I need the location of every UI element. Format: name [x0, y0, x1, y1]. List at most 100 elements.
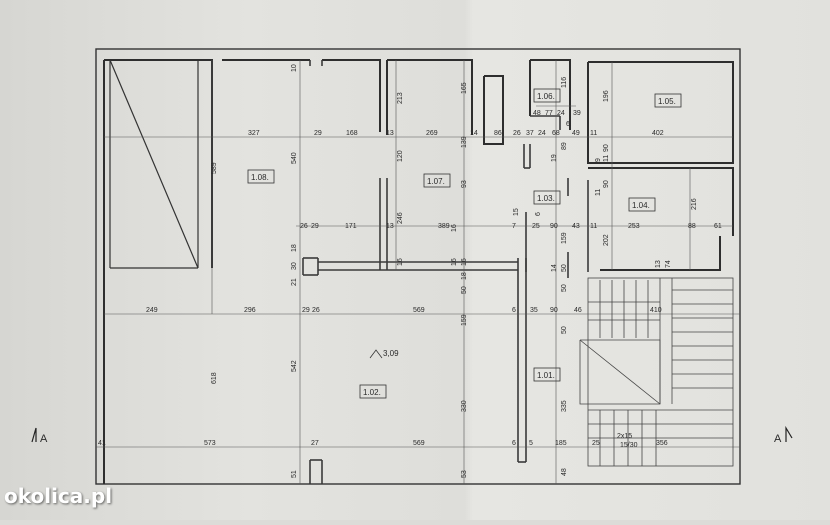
svg-text:30: 30: [291, 262, 298, 270]
svg-text:6: 6: [535, 212, 542, 216]
svg-text:88: 88: [688, 223, 696, 230]
svg-text:11: 11: [595, 189, 602, 196]
svg-text:39: 39: [573, 110, 581, 117]
svg-text:216: 216: [691, 198, 698, 210]
svg-text:53: 53: [461, 470, 468, 478]
svg-text:61: 61: [714, 223, 722, 230]
dimension-top-small: 48 77 24 39 6: [533, 110, 581, 128]
svg-text:49: 49: [572, 130, 580, 137]
diagonal-element: [109, 59, 199, 269]
svg-text:402: 402: [652, 130, 664, 137]
svg-text:29: 29: [302, 307, 310, 314]
svg-text:50: 50: [461, 286, 468, 294]
room-label-1-07: 1.07.: [427, 177, 445, 186]
svg-text:159: 159: [561, 232, 568, 244]
svg-text:202: 202: [603, 234, 610, 246]
svg-text:11: 11: [590, 223, 597, 230]
svg-text:21: 21: [291, 278, 298, 286]
svg-text:7: 7: [512, 223, 516, 230]
svg-text:26: 26: [513, 130, 521, 137]
svg-text:13: 13: [386, 223, 394, 230]
svg-text:27: 27: [311, 440, 319, 447]
svg-text:74: 74: [665, 260, 672, 268]
svg-text:5: 5: [529, 440, 533, 447]
section-marker-right: [785, 425, 793, 442]
dimension-row-3: 249 296 29 26 569 6 35 90 46 410: [146, 307, 662, 314]
level-value: 3,09: [383, 349, 399, 358]
svg-text:24: 24: [538, 130, 546, 137]
svg-text:159: 159: [461, 314, 468, 326]
room-label-boxes: [247, 88, 682, 399]
svg-text:296: 296: [244, 307, 256, 314]
svg-text:89: 89: [561, 142, 568, 150]
svg-text:13: 13: [386, 130, 394, 137]
svg-text:50: 50: [561, 284, 568, 292]
svg-text:14: 14: [470, 130, 478, 137]
svg-text:35: 35: [530, 307, 538, 314]
svg-text:246: 246: [397, 212, 404, 224]
svg-text:356: 356: [656, 440, 668, 447]
room-label-1-06: 1.06.: [537, 92, 555, 101]
svg-text:16: 16: [397, 258, 404, 266]
svg-text:196: 196: [603, 90, 610, 102]
svg-text:9: 9: [595, 158, 602, 162]
dimension-lines: [96, 60, 740, 484]
svg-text:2x15: 2x15: [617, 433, 632, 440]
vertical-dims-col-2: 213 120 246 16 16 16: [397, 92, 458, 266]
vertical-dims-col-1: 589 10 540 18 30 21 618 542 51: [211, 64, 298, 478]
svg-text:18: 18: [461, 272, 468, 280]
svg-text:171: 171: [345, 223, 357, 230]
section-marker-left: [31, 427, 37, 443]
svg-text:618: 618: [211, 372, 218, 384]
svg-text:26: 26: [300, 223, 308, 230]
outer-walls: [103, 59, 734, 484]
svg-text:16: 16: [451, 224, 458, 232]
svg-text:120: 120: [397, 150, 404, 162]
svg-text:13: 13: [655, 260, 662, 268]
svg-text:389: 389: [438, 223, 450, 230]
svg-text:542: 542: [291, 360, 298, 372]
svg-text:46: 46: [574, 307, 582, 314]
svg-text:569: 569: [413, 440, 425, 447]
svg-text:29: 29: [311, 223, 319, 230]
svg-text:168: 168: [346, 130, 358, 137]
svg-text:15/30: 15/30: [620, 442, 638, 449]
svg-text:90: 90: [550, 223, 558, 230]
site-watermark: okolica.pl: [4, 484, 113, 508]
svg-text:589: 589: [211, 162, 218, 174]
svg-text:93: 93: [461, 180, 468, 188]
svg-text:15: 15: [513, 208, 520, 216]
svg-text:16: 16: [461, 258, 468, 266]
svg-text:37: 37: [526, 130, 534, 137]
section-label-right: A: [774, 433, 782, 445]
svg-text:77: 77: [545, 110, 553, 117]
svg-text:16: 16: [451, 258, 458, 266]
svg-text:540: 540: [291, 152, 298, 164]
svg-text:330: 330: [461, 400, 468, 412]
svg-text:116: 116: [561, 77, 568, 88]
svg-text:185: 185: [555, 440, 567, 447]
svg-text:253: 253: [628, 223, 640, 230]
svg-text:86: 86: [494, 130, 502, 137]
svg-text:48: 48: [561, 468, 568, 476]
svg-text:14: 14: [551, 264, 558, 272]
svg-text:68: 68: [552, 130, 560, 137]
svg-text:24: 24: [557, 110, 565, 117]
svg-text:410: 410: [650, 307, 662, 314]
dimension-row-4: 41 573 27 569 6 5 185 25 356: [98, 440, 668, 447]
svg-text:90: 90: [550, 307, 558, 314]
svg-text:90: 90: [603, 144, 610, 152]
svg-text:11: 11: [603, 155, 610, 162]
svg-text:6: 6: [512, 307, 516, 314]
svg-text:43: 43: [572, 223, 580, 230]
level-marker: [369, 349, 383, 359]
svg-text:6: 6: [512, 440, 516, 447]
svg-text:249: 249: [146, 307, 158, 314]
svg-text:18: 18: [291, 244, 298, 252]
svg-text:213: 213: [397, 92, 404, 104]
room-label-1-02: 1.02.: [363, 388, 381, 397]
svg-text:10: 10: [291, 64, 298, 72]
svg-text:139: 139: [461, 136, 468, 148]
